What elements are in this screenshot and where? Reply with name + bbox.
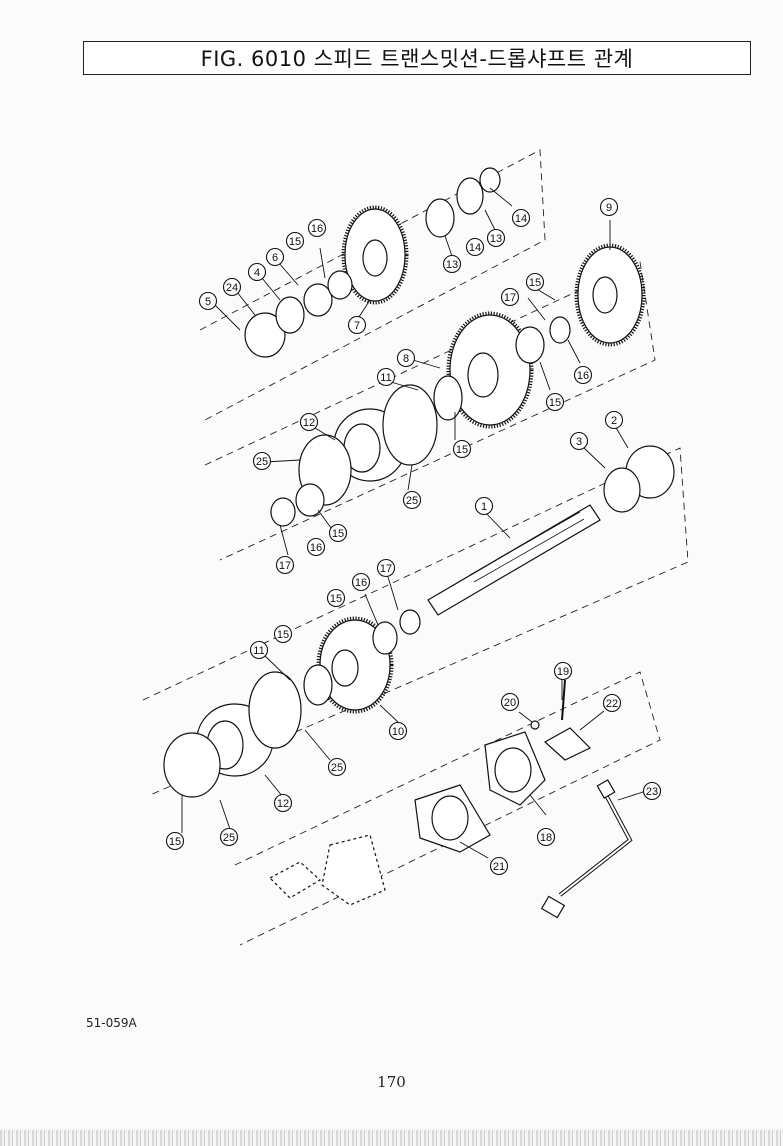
svg-text:8: 8 xyxy=(403,353,409,365)
callout-11a: 11 xyxy=(376,367,396,387)
callout-18: 18 xyxy=(536,827,556,847)
callout-22: 22 xyxy=(602,693,622,713)
callout-17c: 17 xyxy=(376,558,396,578)
svg-text:15: 15 xyxy=(330,593,342,605)
svg-text:16: 16 xyxy=(311,223,323,235)
svg-text:24: 24 xyxy=(226,282,238,294)
svg-text:25: 25 xyxy=(331,762,343,774)
svg-text:17: 17 xyxy=(279,560,291,572)
svg-text:15: 15 xyxy=(549,397,561,409)
callout-8: 8 xyxy=(396,348,416,368)
callout-15e: 15 xyxy=(328,523,348,543)
callout-23: 23 xyxy=(642,781,662,801)
callout-15a: 15 xyxy=(285,231,305,251)
svg-text:4: 4 xyxy=(254,267,260,279)
callout-16a: 16 xyxy=(307,218,327,238)
svg-text:11: 11 xyxy=(253,645,264,657)
callout-15c: 15 xyxy=(452,439,472,459)
callout-15g: 15 xyxy=(273,624,293,644)
svg-text:9: 9 xyxy=(606,202,612,214)
svg-text:15: 15 xyxy=(529,277,541,289)
callout-4: 4 xyxy=(247,262,267,282)
svg-text:14: 14 xyxy=(469,242,481,254)
callout-25c: 25 xyxy=(327,757,347,777)
svg-text:5: 5 xyxy=(205,296,211,308)
callout-12b: 12 xyxy=(273,793,293,813)
svg-text:23: 23 xyxy=(646,786,658,798)
svg-text:17: 17 xyxy=(504,292,516,304)
callout-12a: 12 xyxy=(299,412,319,432)
gear-shapes xyxy=(316,205,646,714)
callout-10: 10 xyxy=(388,721,408,741)
callout-14b: 14 xyxy=(511,208,531,228)
svg-text:15: 15 xyxy=(277,629,289,641)
svg-text:20: 20 xyxy=(504,697,516,709)
svg-text:1: 1 xyxy=(481,501,487,513)
callout-25a: 25 xyxy=(402,490,422,510)
svg-text:3: 3 xyxy=(576,436,582,448)
callout-7: 7 xyxy=(347,315,367,335)
callout-25b: 25 xyxy=(252,451,272,471)
callout-15d: 15 xyxy=(545,392,565,412)
svg-text:10: 10 xyxy=(392,726,404,738)
svg-text:25: 25 xyxy=(223,832,235,844)
callout-15f: 15 xyxy=(326,588,346,608)
svg-text:6: 6 xyxy=(272,252,278,264)
svg-text:14: 14 xyxy=(515,213,527,225)
callout-24: 24 xyxy=(222,277,242,297)
main-shaft-shape xyxy=(427,504,601,616)
callout-6: 6 xyxy=(265,247,285,267)
callout-15b: 15 xyxy=(525,272,545,292)
cover-gasket-pipe-shapes xyxy=(269,679,633,919)
callout-1: 1 xyxy=(474,496,494,516)
svg-text:25: 25 xyxy=(406,495,418,507)
svg-text:2: 2 xyxy=(611,415,617,427)
svg-text:16: 16 xyxy=(355,577,367,589)
svg-text:25: 25 xyxy=(256,456,268,468)
svg-text:11: 11 xyxy=(380,372,391,384)
callout-20: 20 xyxy=(500,692,520,712)
svg-text:13: 13 xyxy=(490,233,502,245)
svg-text:16: 16 xyxy=(577,370,589,382)
callout-5: 5 xyxy=(198,291,218,311)
scan-edge-strip xyxy=(0,1130,783,1146)
callout-17b: 17 xyxy=(275,555,295,575)
svg-text:13: 13 xyxy=(446,259,458,271)
svg-text:21: 21 xyxy=(493,861,505,873)
callout-16b: 16 xyxy=(573,365,593,385)
svg-text:12: 12 xyxy=(277,798,289,810)
svg-text:16: 16 xyxy=(310,542,322,554)
callout-13a: 13 xyxy=(442,254,462,274)
svg-text:22: 22 xyxy=(606,698,618,710)
svg-text:15: 15 xyxy=(456,444,468,456)
svg-text:7: 7 xyxy=(354,320,360,332)
callout-21: 21 xyxy=(489,856,509,876)
callout-15h: 15 xyxy=(165,831,185,851)
callout-9: 9 xyxy=(599,197,619,217)
hub-and-bearing-shapes xyxy=(163,167,675,798)
reference-code: 51-059A xyxy=(86,1016,137,1030)
callout-3: 3 xyxy=(569,431,589,451)
callout-25d: 25 xyxy=(219,827,239,847)
svg-text:15: 15 xyxy=(169,836,181,848)
figure-title-box: FIG. 6010 스피드 트랜스밋션-드롭샤프트 관계 xyxy=(83,41,751,75)
figure-title: FIG. 6010 스피드 트랜스밋션-드롭샤프트 관계 xyxy=(200,47,634,71)
callout-16c: 16 xyxy=(306,537,326,557)
callout-17a: 17 xyxy=(500,287,520,307)
svg-text:17: 17 xyxy=(380,563,392,575)
callout-16d: 16 xyxy=(351,572,371,592)
callout-11b: 11 xyxy=(249,640,269,660)
svg-text:15: 15 xyxy=(332,528,344,540)
svg-text:18: 18 xyxy=(540,832,552,844)
page-number: 170 xyxy=(377,1073,406,1091)
svg-text:15: 15 xyxy=(289,236,301,248)
svg-text:12: 12 xyxy=(303,417,315,429)
callout-2: 2 xyxy=(604,410,624,430)
callout-13b: 13 xyxy=(486,228,506,248)
callout-19: 19 xyxy=(553,661,573,681)
callout-14a: 14 xyxy=(465,237,485,257)
svg-text:19: 19 xyxy=(557,666,569,678)
